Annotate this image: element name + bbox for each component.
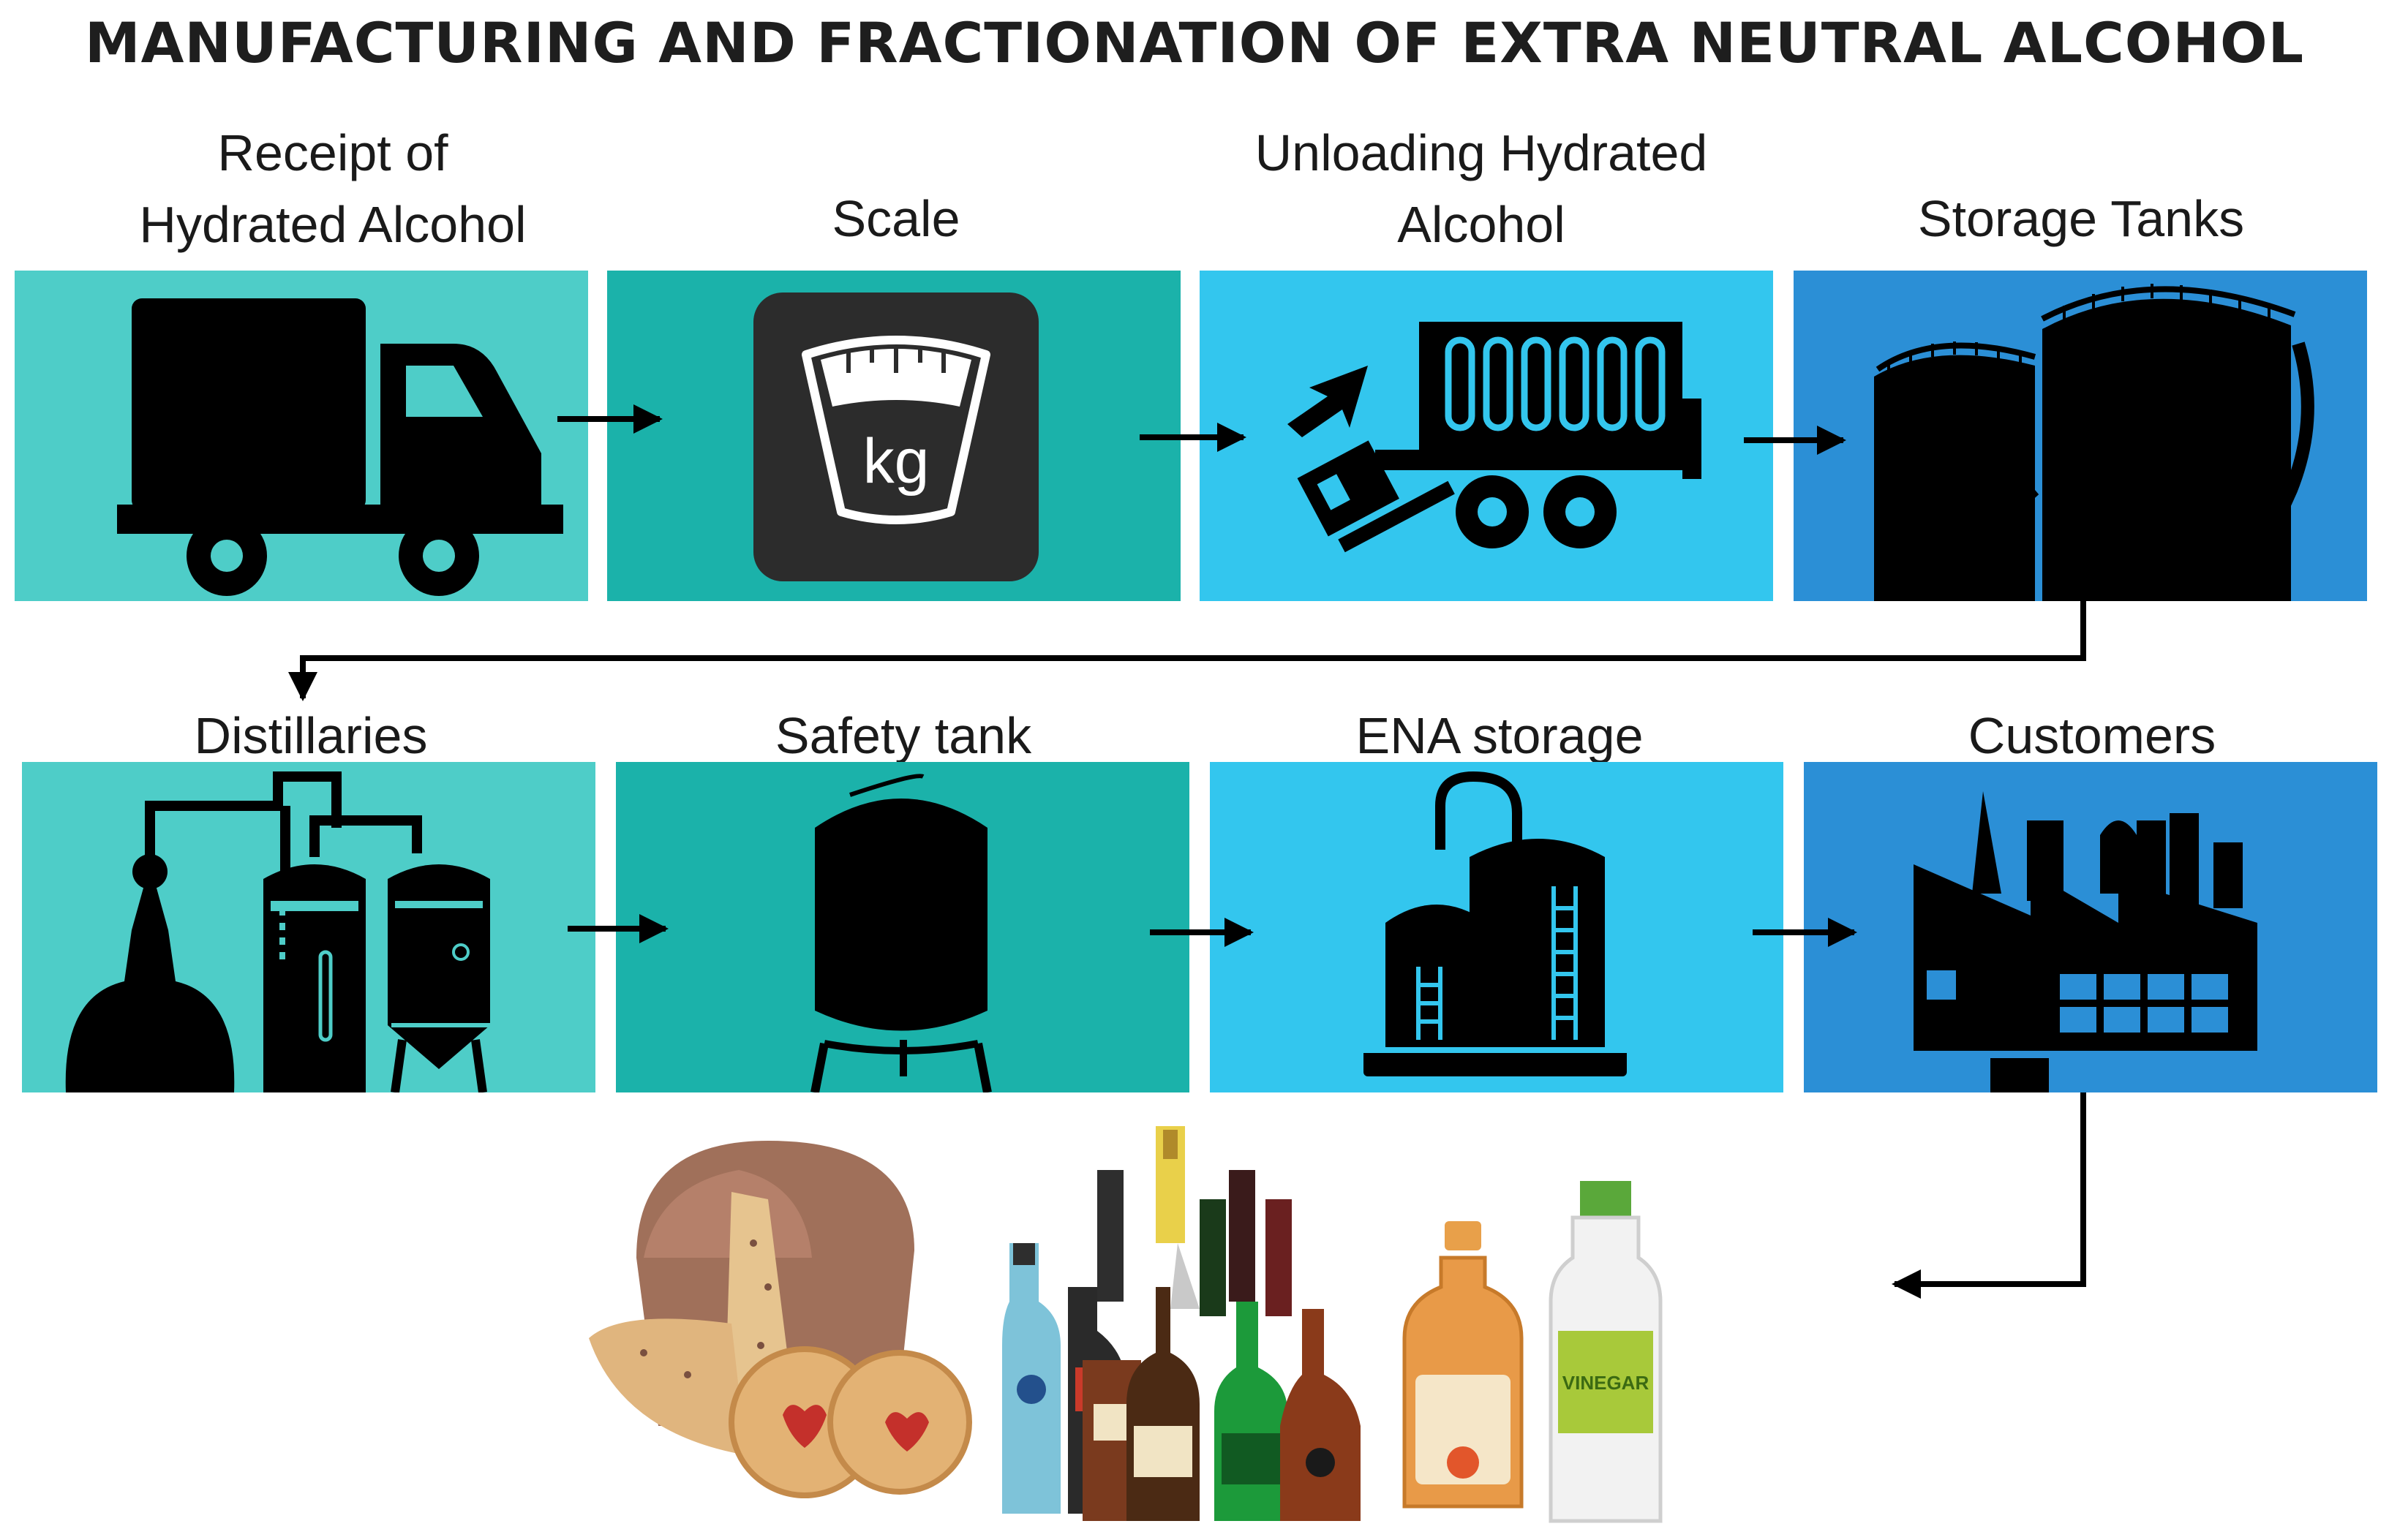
cookies-icon <box>729 1346 972 1498</box>
ena-storage-icon <box>1356 771 1634 1076</box>
arrow-storage-to-distillaries <box>288 601 2086 701</box>
step-ena-storage-box <box>1210 762 1783 1092</box>
step-scale-box: kg <box>607 271 1181 601</box>
scale-icon: kg <box>753 292 1039 581</box>
label-storage-tanks: Storage Tanks <box>1917 190 2245 247</box>
vinegar-label: VINEGAR <box>1562 1372 1649 1394</box>
diagram-title: MANUFACTURING AND FRACTIONATION OF EXTRA… <box>84 10 2305 75</box>
panettone-icon <box>589 1141 914 1455</box>
distillery-icon <box>65 771 490 1092</box>
scale-unit: kg <box>863 426 930 497</box>
factory-icon <box>1914 791 2257 1092</box>
label-scale: Scale <box>832 190 960 247</box>
unloading-truck-icon <box>1287 322 1701 553</box>
label-receipt: Receipt of Hydrated Alcohol <box>139 124 527 253</box>
cider-vinegar-bottle-icon <box>1402 1221 1524 1509</box>
step-unloading-box <box>1200 271 1773 601</box>
step-receipt-box <box>15 271 588 601</box>
step-safety-tank-box <box>616 762 1189 1092</box>
liquor-bottles-icon <box>1002 1126 1361 1521</box>
label-customers: Customers <box>1968 707 2216 764</box>
truck-icon <box>117 298 563 596</box>
step-distillaries-box <box>22 762 595 1092</box>
storage-tanks-icon <box>1874 284 2314 601</box>
arrow-customers-to-products <box>1892 1092 2086 1299</box>
label-ena-storage: ENA storage <box>1355 707 1644 764</box>
vinegar-bottle-icon: VINEGAR <box>1549 1181 1663 1523</box>
label-unloading: Unloading Hydrated Alcohol <box>1254 124 1708 253</box>
label-distillaries: Distillaries <box>194 707 428 764</box>
step-storage-box <box>1794 271 2367 601</box>
step-customers-box <box>1804 762 2377 1092</box>
label-safety-tank: Safety tank <box>775 707 1032 764</box>
safety-tank-icon <box>810 774 992 1092</box>
